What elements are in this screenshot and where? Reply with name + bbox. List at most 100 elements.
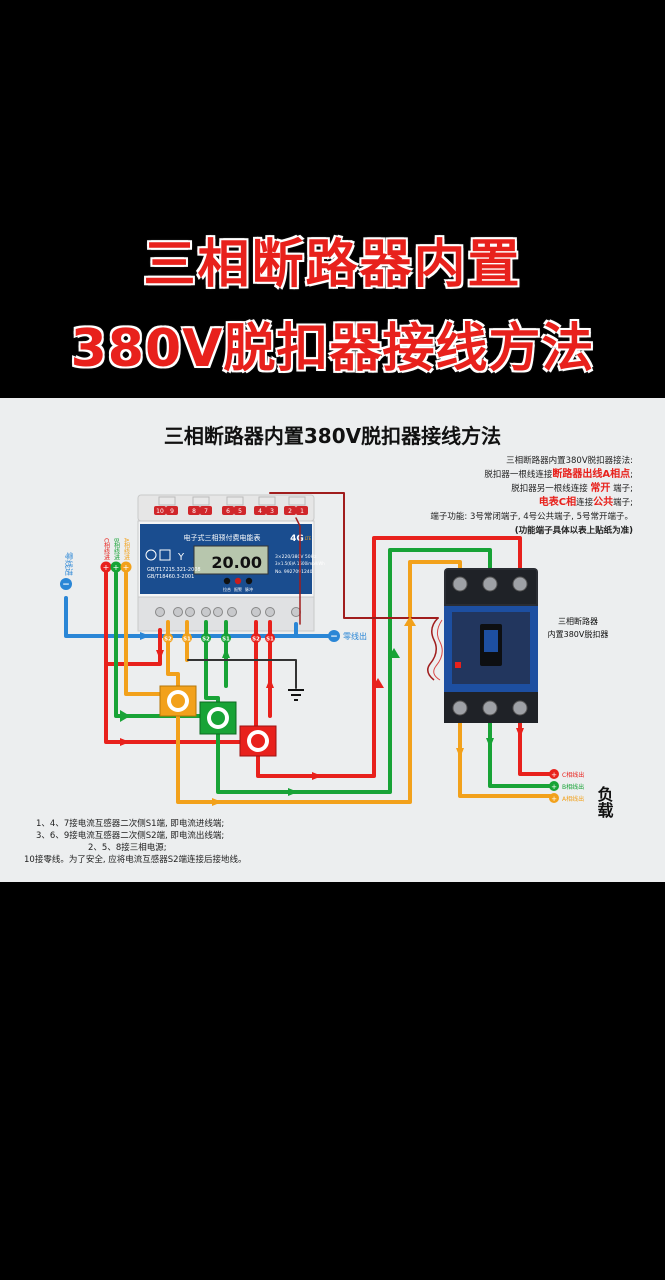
ground-icon	[288, 689, 304, 701]
s-terminal-label: S2	[164, 637, 172, 643]
a-in-label: A相线进	[123, 538, 130, 561]
s-terminal-dot	[251, 633, 261, 643]
meter-button-2-label: 报警	[234, 586, 242, 592]
b-in-label: B相线进	[113, 538, 120, 561]
meter-4g-badge: 4G	[290, 534, 304, 544]
svg-text:+: +	[551, 795, 557, 803]
note-line-6: (功能端子具体以表上贴纸为准)	[514, 526, 633, 536]
svg-text:+: +	[551, 771, 557, 779]
meter-button-2[interactable]	[234, 577, 242, 585]
s-terminal-dot	[182, 633, 192, 643]
meter-screw	[201, 607, 211, 617]
meter-info-icon	[145, 549, 157, 561]
meter-button-1[interactable]	[223, 577, 231, 585]
wiring-diagram-panel: 三相断路器内置380V脱扣器接线方法 三相断路器内置380V脱扣器接法: 脱扣器…	[0, 398, 665, 882]
meter-screw	[185, 607, 195, 617]
meter-name: 电子式三相预付费电能表	[184, 533, 261, 542]
meter-terminal-label: 4	[258, 508, 262, 515]
meter-terminal-label: 8	[192, 508, 196, 515]
terminal-note-4: 10接零线。为了安全, 应将电流互感器S2端连接后接地线。	[24, 855, 247, 865]
s-terminal-dot	[265, 633, 275, 643]
meter-terminal-label: 1	[300, 508, 304, 515]
meter-bottom-screws	[155, 607, 301, 617]
meter-terminal-label: 10	[156, 508, 164, 515]
load-label: 负载	[595, 785, 614, 819]
flow-arrows	[120, 616, 524, 806]
terminal-note-3: 2、5、8接三相电源;	[88, 843, 167, 853]
trip-coil-wires	[427, 617, 439, 681]
meter-terminal-6	[222, 506, 234, 515]
b-out-label: B相线出	[562, 783, 584, 791]
meter-terminal-2	[284, 506, 296, 515]
meter-terminal-label: 7	[204, 508, 208, 515]
meter-ir-port-icon	[159, 549, 171, 561]
wiring-notes: 三相断路器内置380V脱扣器接法: 脱扣器一根线连接断路器出线A相点; 脱扣器另…	[373, 454, 633, 538]
breaker-bottom-screw	[452, 700, 468, 716]
c-in-icon: +	[103, 563, 110, 572]
meter-terminal-label: 9	[170, 508, 174, 515]
meter-terminal-10	[154, 506, 166, 515]
svg-text:+: +	[551, 783, 557, 791]
meter-screw	[291, 607, 301, 617]
meter-display-value: 20.00	[211, 553, 262, 572]
meter-rating: 3×220/380V 50Hz	[275, 554, 317, 560]
meter-terminal-4	[254, 506, 266, 515]
neutral-out-icon	[328, 630, 340, 642]
meter-screw	[155, 607, 165, 617]
meter-terminal-9	[166, 506, 178, 515]
breaker-label-line2: 内置380V脱扣器	[548, 629, 609, 639]
meter-button-3[interactable]	[245, 577, 253, 585]
breaker-top-screw	[512, 576, 528, 592]
breaker-label-line1: 三相断路器	[558, 616, 598, 626]
current-transformer-a	[159, 685, 197, 717]
output-labels: + C相线出 + B相线出 + A相线出	[549, 769, 584, 803]
meter-screw	[227, 607, 237, 617]
note-line-2: 脱扣器一根线连接断路器出线A相点;	[484, 469, 633, 480]
terminal-note-2: 3、6、9接电流互感器二次侧S2端, 即电流出线端;	[36, 831, 225, 841]
wires	[64, 492, 552, 804]
a-out-label: A相线出	[562, 795, 584, 803]
meter-terminal-8	[188, 506, 200, 515]
input-labels: − 零线进 + + + C相线进 B相线进 A相线进	[60, 538, 132, 590]
meter-std2: GB/T18460.3-2001	[147, 574, 194, 580]
breaker-bottom-screw	[482, 700, 498, 716]
meter-button-3-label: 脉冲	[245, 586, 253, 592]
note-line-3: 脱扣器另一根线连接 常开 端子;	[511, 483, 633, 494]
s-terminal-label: S2	[252, 637, 260, 643]
hero-title-line2: 380V脱扣器接线方法	[70, 319, 595, 379]
s-terminal-label: S2	[202, 637, 210, 643]
meter-terminal-label: 5	[238, 508, 242, 515]
note-line-1: 三相断路器内置380V脱扣器接法:	[506, 456, 633, 466]
meter-terminal-3	[266, 506, 278, 515]
meter-lte-badge: LTE	[305, 536, 312, 541]
meter-screw	[213, 607, 223, 617]
breaker-test-button[interactable]	[455, 662, 461, 668]
svg-text:−: −	[330, 632, 338, 642]
hero-title-line1: 三相断路器内置	[143, 235, 522, 295]
meter-terminal-1	[296, 506, 308, 515]
meter-terminal-label: 2	[288, 508, 292, 515]
terminal-note-1: 1、4、7接电流互感器二次侧S1端, 即电流进线端;	[36, 819, 225, 829]
meter-button-1-label: 拉合	[223, 586, 231, 592]
c-in-label: C相线进	[103, 538, 110, 561]
circuit-breaker	[427, 568, 538, 723]
meter-terminal-label: 6	[226, 508, 230, 515]
meter-serial: No. 9927091240	[275, 569, 313, 575]
note-line-5: 端子功能: 3号常闭端子, 4号公共端子, 5号常开端子。	[430, 512, 633, 522]
terminal-notes: 1、4、7接电流互感器二次侧S1端, 即电流进线端; 3、6、9接电流互感器二次…	[24, 818, 247, 866]
s-terminal-label: S1	[266, 637, 274, 643]
s-terminal-dot	[221, 633, 231, 643]
s-terminal-label: S1	[183, 637, 191, 643]
breaker-top-screw	[452, 576, 468, 592]
s-terminal-dot	[163, 633, 173, 643]
diagram-title: 三相断路器内置380V脱扣器接线方法	[163, 424, 502, 448]
neutral-in-icon: −	[62, 580, 70, 590]
breaker-top-screw	[482, 576, 498, 592]
neutral-out-label: 零线出	[343, 631, 367, 641]
note-line-4: 电表C相连接公共端子;	[538, 497, 633, 508]
a-in-icon: +	[123, 563, 130, 572]
meter-terminal-7	[200, 506, 212, 515]
